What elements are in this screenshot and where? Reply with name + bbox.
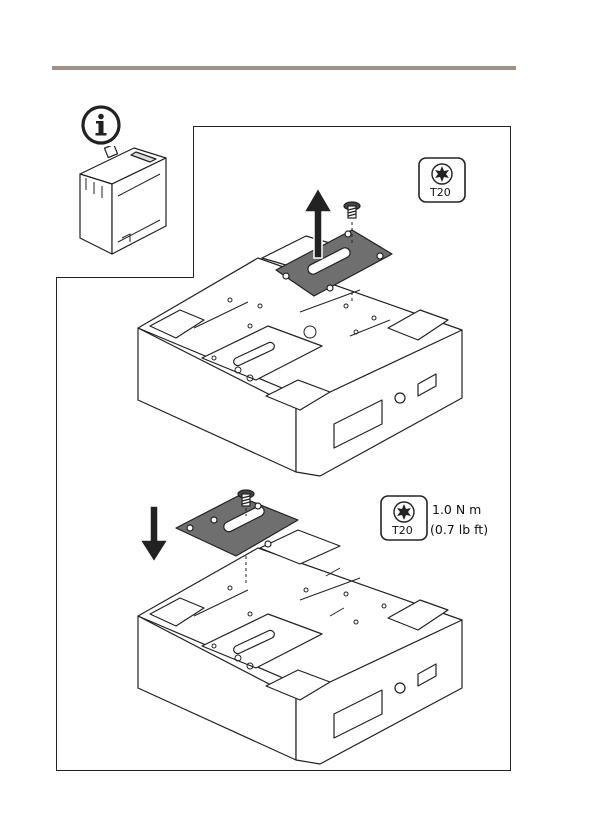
arrow-down-icon	[140, 506, 168, 562]
